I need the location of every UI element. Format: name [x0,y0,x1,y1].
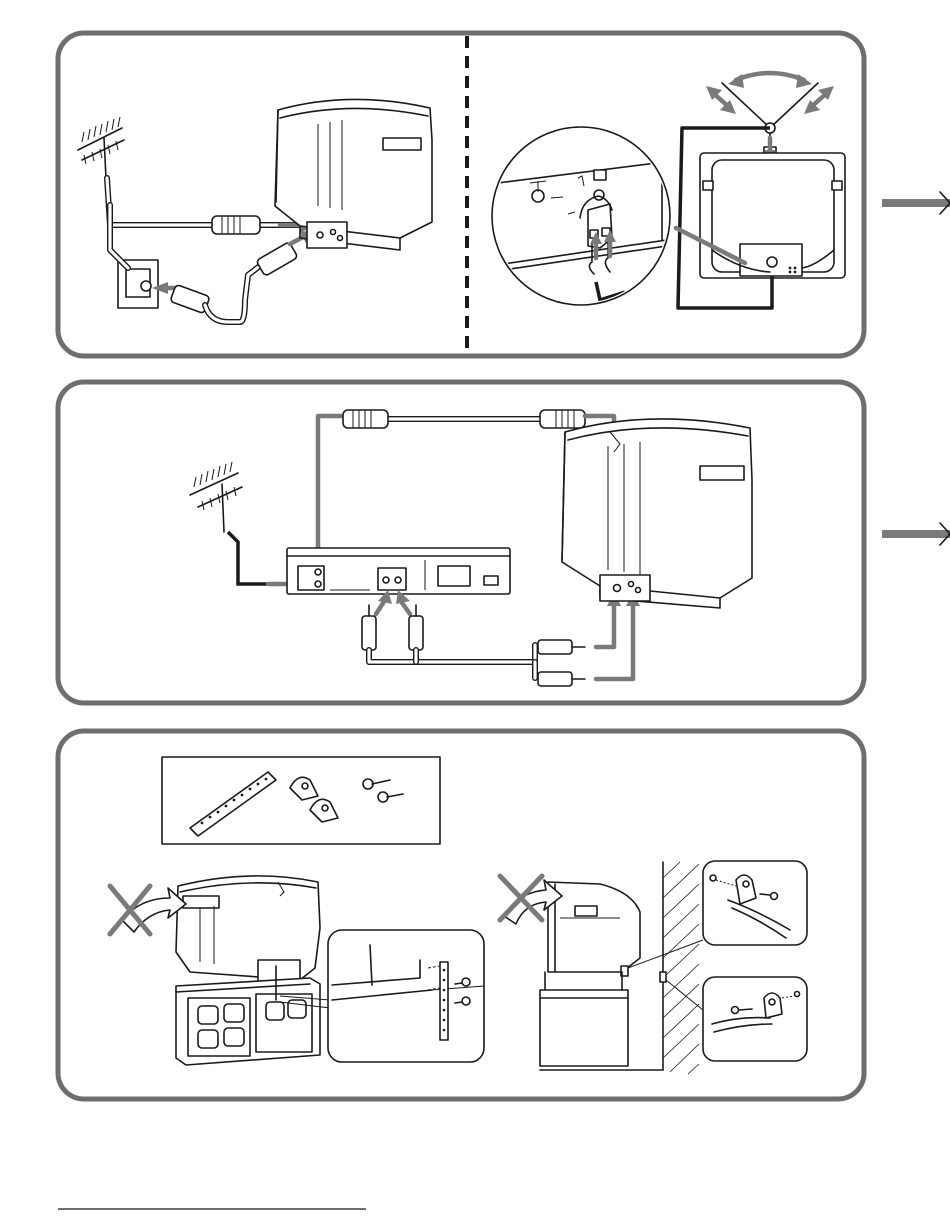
tv-rear-icon [700,153,845,278]
vcr-rear-icon [287,548,510,594]
panel-safety-installation [58,731,864,1099]
coaxial-plug-icon [212,216,260,234]
page-edge-tab [882,530,950,538]
panel-antenna-connection [58,33,864,356]
wall-bracket-detail-inset [703,861,807,945]
tv-rear-icon [562,419,752,608]
page-edge-tab [882,199,950,207]
stand-bracket-detail-inset [328,930,484,1062]
wall-bracket-detail-inset [703,977,807,1061]
panel-vcr-connection [58,382,864,703]
stand-fixing-illustration [176,876,330,1065]
parts-kit-box [162,757,440,844]
wall-fixing-illustration [540,862,703,1074]
